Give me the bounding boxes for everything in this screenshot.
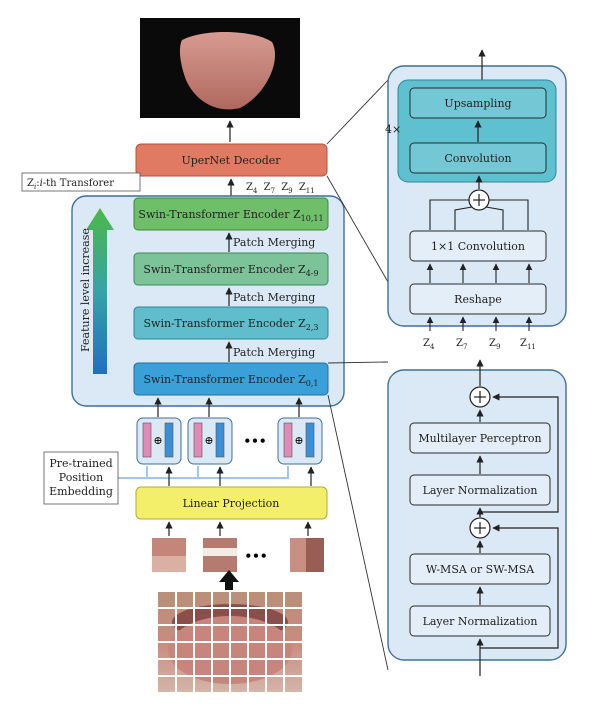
svg-text:1×1 Convolution: 1×1 Convolution bbox=[431, 240, 525, 253]
svg-text:Embedding: Embedding bbox=[49, 485, 113, 498]
patch-ellipsis: ••• bbox=[243, 434, 266, 448]
svg-text:Layer Normalization: Layer Normalization bbox=[423, 615, 538, 628]
encoder-box-2-3: Swin-Transformer Encoder Z2,3 bbox=[133, 306, 329, 340]
svg-text:⊕: ⊕ bbox=[204, 434, 213, 447]
svg-text:Swin-Transformer Encoder Z2,3: Swin-Transformer Encoder Z2,3 bbox=[144, 317, 319, 332]
patch-merging-label-3: Patch Merging bbox=[233, 346, 315, 359]
patch-merging-label-2: Patch Merging bbox=[233, 291, 315, 304]
segmentation-output-image bbox=[140, 18, 300, 118]
layer-norm-bottom-box: Layer Normalization bbox=[409, 605, 551, 637]
svg-text:Swin-Transformer Encoder Z4-9: Swin-Transformer Encoder Z4-9 bbox=[143, 263, 318, 278]
position-embedding-box: Pre-trained Position Embedding bbox=[43, 451, 119, 505]
image-patches: ••• bbox=[152, 538, 324, 572]
upernet-decoder-box: UperNet Decoder bbox=[135, 143, 328, 177]
encoder-box-10-11: Swin-Transformer Encoder Z10,11 bbox=[133, 197, 329, 231]
input-tongue-image bbox=[158, 592, 302, 692]
svg-text:Convolution: Convolution bbox=[444, 152, 511, 165]
svg-text:Multilayer Perceptron: Multilayer Perceptron bbox=[418, 432, 541, 445]
svg-text:Z7: Z7 bbox=[456, 338, 467, 351]
encoder-box-0-1: Swin-Transformer Encoder Z0,1 bbox=[133, 362, 329, 396]
feature-level-arrow bbox=[86, 208, 114, 374]
decoder-label: UperNet Decoder bbox=[181, 154, 281, 167]
svg-text:Z9: Z9 bbox=[489, 338, 500, 351]
svg-text:Linear Projection: Linear Projection bbox=[183, 497, 280, 510]
input-split-arrow bbox=[219, 570, 239, 590]
decoder-detail-inputs: Z4 Z7 Z9 Z11 bbox=[423, 338, 536, 351]
decoder-input-labels: Z4 Z7 Z9 Z11 bbox=[246, 182, 315, 196]
svg-text:W-MSA or SW-MSA: W-MSA or SW-MSA bbox=[426, 563, 535, 576]
svg-text:Z11: Z11 bbox=[520, 338, 536, 351]
linear-projection-box: Linear Projection bbox=[135, 486, 328, 520]
encoder-box-4-9: Swin-Transformer Encoder Z4-9 bbox=[133, 252, 329, 286]
patch-embedding-groups: ⊕ ⊕ ••• ⊕ bbox=[136, 417, 323, 465]
position-embedding-connectors bbox=[118, 466, 289, 479]
svg-text:Upsampling: Upsampling bbox=[444, 97, 511, 110]
patch-merging-label-1: Patch Merging bbox=[233, 236, 315, 249]
svg-text:⊕: ⊕ bbox=[294, 434, 303, 447]
convolution-box: Convolution bbox=[409, 142, 547, 174]
svg-text:Z4: Z4 bbox=[423, 338, 435, 351]
svg-text:Reshape: Reshape bbox=[454, 293, 502, 306]
svg-text:Swin-Transformer Encoder Z10,1: Swin-Transformer Encoder Z10,11 bbox=[138, 208, 323, 223]
svg-text:Position: Position bbox=[59, 471, 103, 484]
encoder-stack-panel bbox=[71, 195, 345, 407]
transformer-note: Zi:i-th Transforer bbox=[21, 172, 141, 192]
patch-image-ellipsis: ••• bbox=[244, 549, 267, 563]
repeat-label: 4× bbox=[385, 123, 401, 136]
svg-text:Pre-trained: Pre-trained bbox=[49, 457, 112, 470]
feature-level-label: Feature level increase bbox=[79, 228, 92, 352]
layer-norm-top-box: Layer Normalization bbox=[409, 474, 551, 506]
upsampling-box: Upsampling bbox=[409, 87, 547, 119]
svg-text:⊕: ⊕ bbox=[153, 434, 162, 447]
conv1x1-box: 1×1 Convolution bbox=[409, 230, 547, 262]
svg-text:Zi:i-th Transforer: Zi:i-th Transforer bbox=[27, 178, 114, 191]
reshape-box: Reshape bbox=[409, 283, 547, 315]
mlp-box: Multilayer Perceptron bbox=[409, 422, 551, 454]
svg-text:Swin-Transformer Encoder Z0,1: Swin-Transformer Encoder Z0,1 bbox=[144, 373, 319, 388]
wmsa-box: W-MSA or SW-MSA bbox=[409, 553, 551, 585]
svg-text:Z4 Z7 Z9 Z11: Z4 Z7 Z9 Z11 bbox=[246, 182, 315, 196]
svg-text:Layer Normalization: Layer Normalization bbox=[423, 484, 538, 497]
